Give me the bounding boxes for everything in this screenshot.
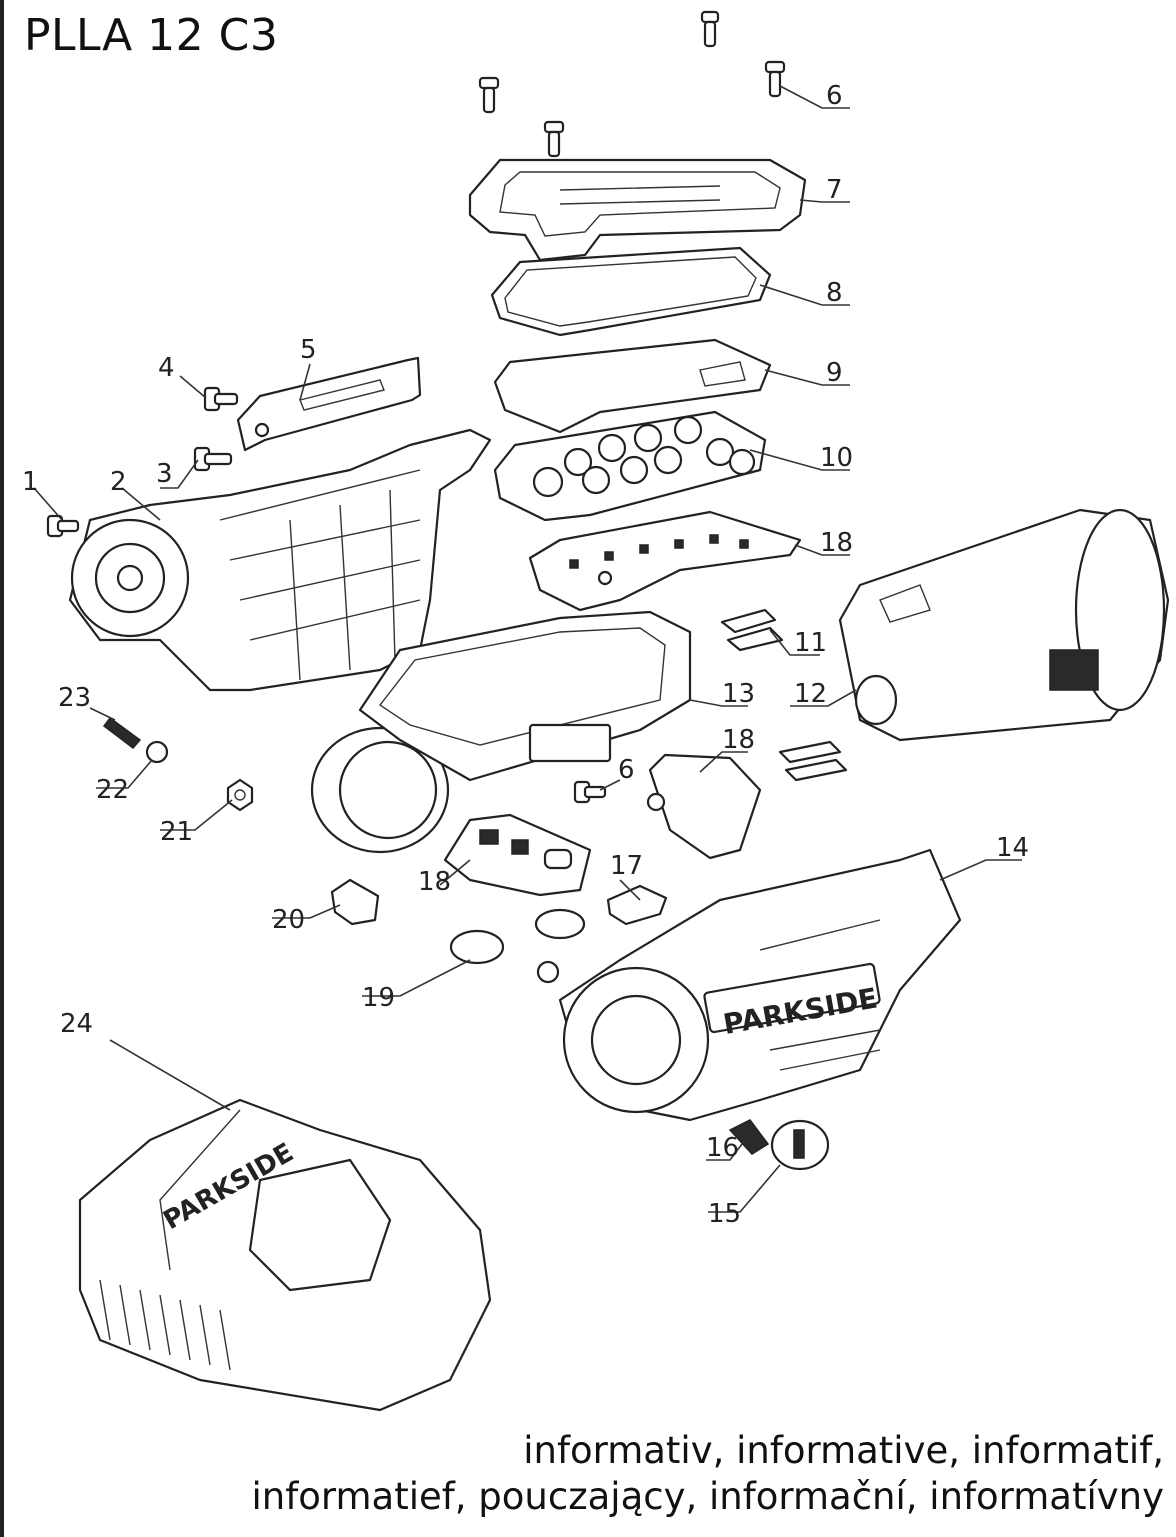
callout-14: 14 (996, 833, 1029, 863)
model-title: PLLA 12 C3 (24, 10, 279, 61)
callout-1: 1 (22, 467, 39, 497)
screw-part-3 (193, 446, 233, 472)
callout-18-top: 18 (820, 528, 853, 558)
callout-18-low: 18 (418, 867, 451, 897)
callout-23: 23 (58, 683, 91, 713)
callout-4: 4 (158, 353, 175, 383)
callout-19: 19 (362, 983, 395, 1013)
callout-20: 20 (272, 905, 305, 935)
knob-part-15 (770, 1119, 830, 1171)
callout-8: 8 (826, 278, 843, 308)
connector-part-17 (606, 884, 668, 926)
nut-part-21 (226, 778, 254, 812)
left-housing-part (68, 428, 492, 692)
callout-6-mid: 6 (618, 755, 635, 785)
screw-part-1 (46, 514, 80, 538)
leader-lines (33, 85, 1022, 1213)
disc-part-19 (449, 929, 505, 965)
callout-10: 10 (820, 443, 853, 473)
note-line-1: informativ, informative, informatif, (523, 1429, 1164, 1472)
left-border-line (0, 0, 4, 1537)
motor-board-part (443, 813, 592, 897)
belt-clip-part (236, 356, 422, 452)
battery-tray-part-13 (358, 610, 692, 782)
callout-3: 3 (156, 459, 173, 489)
callout-9: 9 (826, 358, 843, 388)
callout-5: 5 (300, 335, 317, 365)
ring-part (310, 726, 450, 854)
callout-12: 12 (794, 679, 827, 709)
informative-note: informativ, informative, informatif, inf… (252, 1428, 1164, 1520)
spring-part-23 (102, 716, 142, 750)
contact-clip-part-11 (720, 608, 784, 652)
screw-top-center (700, 10, 720, 48)
screw-top-mid (543, 120, 565, 158)
contact-clip-lower (778, 740, 848, 782)
spring-part-16 (728, 1119, 770, 1155)
callout-22: 22 (96, 775, 129, 805)
screw-top-left (478, 76, 500, 114)
cover-frame-part (468, 158, 807, 262)
callout-16: 16 (706, 1133, 739, 1163)
callout-11: 11 (794, 628, 827, 658)
ball-part-22 (145, 740, 169, 764)
switch-part-20 (330, 878, 380, 926)
plate-part (493, 338, 772, 434)
battery-pack-part-12 (838, 508, 1170, 742)
callout-15: 15 (708, 1199, 741, 1229)
screw-part-6-middle (573, 780, 607, 804)
switch-module-part (646, 753, 762, 860)
screw-part-4 (203, 386, 239, 412)
pcb-board-top (528, 510, 802, 612)
callout-18-mid: 18 (722, 725, 755, 755)
charger-part-24: PARKSIDE (78, 1098, 492, 1412)
right-housing-part-14: PARKSIDE (536, 848, 962, 1122)
cell-holder-part (493, 410, 767, 522)
callout-13: 13 (722, 679, 755, 709)
callout-2: 2 (110, 467, 127, 497)
callout-21: 21 (160, 817, 193, 847)
screw-top-right (764, 60, 786, 98)
note-line-2: informatief, pouczający, informační, inf… (251, 1475, 1164, 1518)
callout-labels: 1 2 3 4 5 6 7 8 9 10 18 11 12 13 18 6 14… (22, 81, 1029, 1229)
callout-6-top: 6 (826, 81, 843, 111)
callout-7: 7 (826, 175, 843, 205)
callout-17: 17 (610, 851, 643, 881)
disc-part-small (534, 908, 586, 940)
gasket-part (490, 246, 772, 337)
callout-24: 24 (60, 1009, 93, 1039)
